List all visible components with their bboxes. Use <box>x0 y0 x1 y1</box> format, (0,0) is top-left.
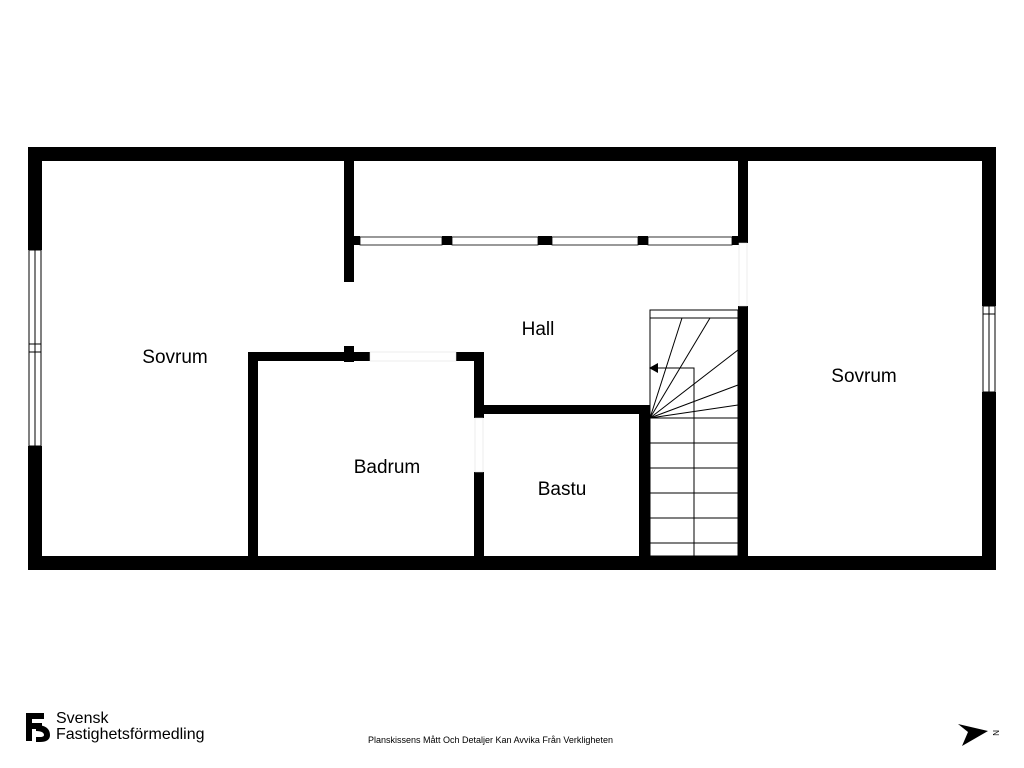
north-arrow-icon: N <box>958 724 1000 746</box>
room-label-sovrum-left: Sovrum <box>142 347 207 368</box>
room-label-bastu: Bastu <box>538 479 587 500</box>
wall-bathroom-top-right <box>456 352 484 361</box>
wall-bathroom-left <box>248 352 258 570</box>
wall-right-bedroom-lower <box>738 306 748 570</box>
door-right-bedroom <box>738 242 748 307</box>
wall-bedroom-hall-upper <box>344 147 354 282</box>
wall-bathroom-right-lower <box>474 472 484 570</box>
brand-line-1: Svensk <box>56 710 109 727</box>
wall-bathroom-right-upper <box>474 352 484 418</box>
brand-logo-icon <box>26 713 50 742</box>
wall-sauna-right <box>639 405 650 570</box>
floor-plan: Sovrum Hall Badrum Bastu Sovrum <box>28 147 996 570</box>
room-label-sovrum-right: Sovrum <box>831 366 896 387</box>
outer-wall-top <box>28 147 996 161</box>
brand-logo: Svensk Fastighetsförmedling <box>22 711 232 747</box>
brand-name: Svensk Fastighetsförmedling <box>56 711 205 743</box>
door-sauna <box>474 417 484 473</box>
disclaimer-text: Planskissens Mått Och Detaljer Kan Avvik… <box>368 735 613 745</box>
staircase <box>649 309 739 557</box>
room-label-badrum: Badrum <box>354 457 421 478</box>
stair-arrow-icon <box>649 363 658 373</box>
room-label-hall: Hall <box>522 319 555 340</box>
door-bathroom <box>369 351 457 362</box>
brand-line-2: Fastighetsförmedling <box>56 726 205 743</box>
outer-wall-bottom <box>28 556 996 570</box>
wall-sauna-top <box>474 405 650 414</box>
compass-label: N <box>991 730 1000 736</box>
window-left <box>28 249 42 447</box>
wall-bathroom-top-left <box>248 352 370 361</box>
wall-right-bedroom-upper <box>738 147 748 243</box>
window-right <box>982 305 996 393</box>
wardrobe-front <box>354 236 746 246</box>
